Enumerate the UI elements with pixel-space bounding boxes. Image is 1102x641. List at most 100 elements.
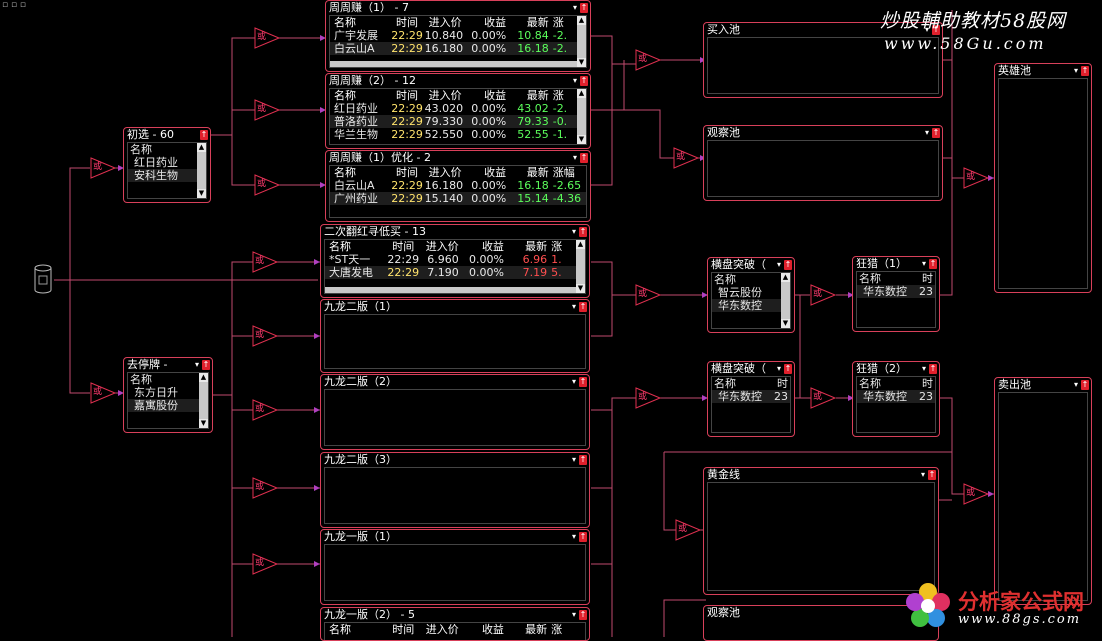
dropdown-icon[interactable]: ▾ [924,25,929,34]
scroll-up-icon[interactable]: ▲ [577,16,586,25]
list-item[interactable]: 安科生物 [128,169,206,182]
panel-huangjinxian[interactable]: 黄金线 ▾↑ [703,467,939,595]
database-source-icon[interactable] [32,262,54,296]
or-gate-icon[interactable]: 或 [254,174,280,196]
arrow-up-icon[interactable]: ↑ [579,301,587,312]
arrow-up-icon[interactable]: ↑ [928,469,936,480]
dropdown-icon[interactable]: ▾ [571,227,576,236]
arrow-up-icon[interactable]: ↑ [580,2,588,13]
panel-chuxuan[interactable]: 初选 - 60 ↑ 名称 红日药业 安科生物 ▲▼ [123,127,211,203]
scroll-down-icon[interactable]: ▼ [199,419,208,428]
or-gate-icon[interactable]: 或 [90,382,116,404]
panel-jiulong-erban-2[interactable]: 九龙二版（2） ▾↑ [320,374,590,450]
horizontal-scrollbar[interactable] [325,287,576,293]
panel-yingxiongchi[interactable]: 英雄池 ▾↑ [994,63,1092,293]
arrow-up-icon[interactable]: ↑ [202,359,210,370]
empty-list[interactable] [998,78,1088,289]
arrow-up-icon[interactable]: ↑ [932,24,940,35]
panel-jiulong-yiban-1[interactable]: 九龙一版（1） ▾↑ [320,529,590,605]
scroll-up-icon[interactable]: ▲ [576,240,585,249]
list-item[interactable]: 华东数控 [712,299,790,312]
list-item[interactable]: 智云股份 [718,286,762,299]
scrollbar[interactable]: ▲▼ [577,89,586,144]
empty-list[interactable] [324,467,586,524]
dropdown-icon[interactable]: ▾ [776,364,781,373]
or-gate-icon[interactable]: 或 [635,387,661,409]
or-gate-icon[interactable]: 或 [635,284,661,306]
dropdown-icon[interactable]: ▾ [571,377,576,386]
or-gate-icon[interactable]: 或 [810,284,836,306]
dropdown-icon[interactable]: ▾ [571,455,576,464]
scroll-down-icon[interactable]: ▼ [576,284,585,293]
empty-list[interactable] [324,389,586,446]
panel-jiulong-erban-3[interactable]: 九龙二版（3） ▾↑ [320,452,590,528]
or-gate-icon[interactable]: 或 [90,157,116,179]
panel-hengpantupo-1[interactable]: 横盘突破（ ▾↑ 名称 智云股份 华东数控 ▲▼ [707,257,795,333]
scroll-down-icon[interactable]: ▼ [781,319,790,328]
or-gate-icon[interactable]: 或 [252,477,278,499]
dropdown-icon[interactable]: ▾ [572,3,577,12]
empty-list[interactable] [707,37,939,94]
arrow-up-icon[interactable]: ↑ [579,454,587,465]
arrow-up-icon[interactable]: ↑ [1081,379,1089,390]
empty-list[interactable] [707,482,935,591]
arrow-up-icon[interactable]: ↑ [784,259,792,270]
arrow-up-icon[interactable]: ↑ [580,75,588,86]
dropdown-icon[interactable]: ▾ [920,470,925,479]
horizontal-scrollbar[interactable] [330,61,577,67]
dropdown-icon[interactable]: ▾ [921,364,926,373]
scroll-up-icon[interactable]: ▲ [577,89,586,98]
empty-list[interactable] [998,392,1088,601]
or-gate-icon[interactable]: 或 [673,147,699,169]
dropdown-icon[interactable]: ▾ [571,610,576,619]
empty-list[interactable] [324,544,586,601]
panel-guanchachi-2[interactable]: 观察池 ▾↑ [703,605,939,641]
scroll-down-icon[interactable]: ▼ [577,58,586,67]
arrow-up-icon[interactable]: ↑ [579,531,587,542]
dropdown-icon[interactable]: ▾ [571,302,576,311]
arrow-up-icon[interactable]: ↑ [579,376,587,387]
or-gate-icon[interactable]: 或 [963,483,989,505]
panel-mairuchi[interactable]: 买入池 ▾↑ [703,22,943,98]
arrow-up-icon[interactable]: ↑ [784,363,792,374]
scrollbar[interactable]: ▲▼ [576,240,585,293]
list-item[interactable]: 东方日升 [134,386,178,399]
arrow-up-icon[interactable]: ↑ [1081,65,1089,76]
panel-jiulong-erban-1[interactable]: 九龙二版（1） ▾↑ [320,299,590,373]
dropdown-icon[interactable]: ▾ [572,153,577,162]
scroll-up-icon[interactable]: ▲ [781,273,790,282]
dropdown-icon[interactable]: ▾ [572,76,577,85]
or-gate-icon[interactable]: 或 [252,325,278,347]
panel-jiulong-yiban-2[interactable]: 九龙一版（2） - 5 ▾↑ 名称时间进入价收益最新涨 [320,607,590,641]
or-gate-icon[interactable]: 或 [963,167,989,189]
arrow-up-icon[interactable]: ↑ [200,129,208,140]
scrollbar[interactable]: ▲▼ [781,273,790,328]
panel-qutingpai[interactable]: 去停牌 - ▾↑ 名称 东方日升 嘉寓股份 ▲▼ [123,357,213,433]
dropdown-icon[interactable]: ▾ [921,259,926,268]
empty-list[interactable] [707,140,939,197]
scroll-up-icon[interactable]: ▲ [199,373,208,382]
or-gate-icon[interactable]: 或 [810,387,836,409]
scrollbar[interactable]: ▲▼ [197,143,206,198]
arrow-up-icon[interactable]: ↑ [579,226,587,237]
dropdown-icon[interactable]: ▾ [924,128,929,137]
scrollbar[interactable]: ▲▼ [577,16,586,67]
arrow-up-icon[interactable]: ↑ [932,127,940,138]
empty-list[interactable] [324,314,586,369]
arrow-up-icon[interactable]: ↑ [929,363,937,374]
